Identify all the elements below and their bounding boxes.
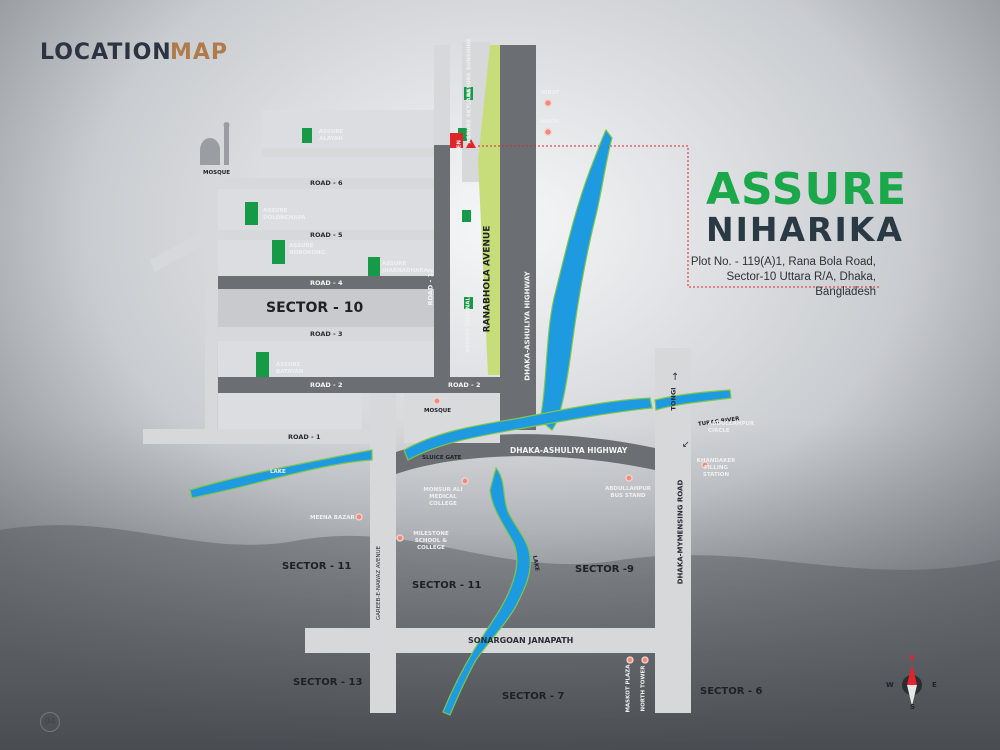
compass-e: E (932, 681, 937, 689)
assure-camelia-label: ASSURE CAMELIA GARDEN (456, 140, 463, 222)
page-title-part1: LOCATION (40, 40, 172, 65)
abdullahpur-circle-label: ABDULLAHPUR CIRCLE (708, 421, 755, 434)
road-4-label: ROAD - 4 (310, 279, 343, 287)
brand-name-line2: NIHARIKA (706, 210, 904, 249)
abdullahpur-arrow-icon: ↙ (682, 440, 690, 450)
sector-11-left-label: SECTOR - 11 (282, 561, 352, 572)
road-5-label: ROAD - 5 (310, 231, 343, 239)
iubat-label: IUBAT (541, 90, 560, 96)
assure-dolonchapa-label: ASSURE DOLONCHAPA (263, 208, 306, 221)
sluice-gate-label: SLUICE GATE (422, 455, 462, 461)
tongi-arrow-icon: ↑ (671, 372, 680, 383)
road-6-label: ROAD - 6 (310, 179, 343, 187)
sector-13-label: SECTOR - 13 (293, 677, 363, 688)
green-median (478, 45, 500, 375)
compass-w: W (886, 681, 894, 689)
brand-name-line1: ASSURE (706, 164, 908, 215)
north-tower-label: NORTH TOWER (640, 665, 647, 712)
assure-jharnadhara-label: ASSURE JHARNADHARA (382, 261, 428, 274)
milestone-label: MILESTONE SCHOOL & COLLEGE (413, 531, 449, 551)
assure-skylark-label: ASSURE SKYLARK (466, 88, 473, 144)
lake-left-label: LAKE (270, 469, 286, 475)
assure-shapnaloy-label: ASSURE SHAPNALOY (465, 288, 472, 353)
sonargoan-janapath-label: SONARGOAN JANAPATH (468, 636, 574, 645)
compass-s: S (910, 703, 916, 711)
compass-n: N (909, 654, 915, 662)
sector-6-label: SECTOR - 6 (700, 686, 763, 697)
maskot-plaza-label: MASKOT PLAZA (625, 664, 632, 713)
assure-noborong-label: ASSURE NOBORONG (289, 243, 326, 256)
road-1-label: ROAD - 1 (288, 433, 321, 441)
page-number: 04 (40, 712, 60, 732)
meena-bazar-label: MEENA BAZAR (310, 515, 355, 521)
mosque-mid-label: MOSQUE (424, 408, 452, 414)
water-bodies (189, 128, 732, 716)
assure-batayan-label: ASSURE BATAYAN (276, 362, 304, 375)
sector-7-label: SECTOR - 7 (502, 691, 565, 702)
abdullahpur-bus-label: ABDULLAHPUR BUS STAND (604, 486, 652, 499)
page-title-part2: MAP (170, 40, 229, 65)
sector-11-center-label: SECTOR - 11 (412, 580, 482, 591)
khandaker-label: KHANDAKER FILLING STATION (696, 458, 736, 478)
tongi-label: TONGI (669, 387, 678, 411)
poi-markers (355, 99, 709, 664)
road-2b-label: ROAD - 2 (448, 381, 481, 389)
assure-alayah-label: ASSURE ALAYAH (318, 129, 344, 142)
brand-address: Plot No. - 119(A)1, Rana Bola Road, Sect… (690, 256, 876, 298)
sector-10-blocks (218, 110, 434, 429)
gareeb-avenue-label: GAREEB-E-NAWAZ AVENUE (376, 545, 383, 621)
amch-label: AMCH (540, 119, 559, 125)
ranabhola-avenue-label: RANABHOLA AVENUE (482, 225, 493, 333)
mosque-icon (200, 122, 230, 165)
sector-10-shaded (218, 289, 434, 327)
monsur-ali-label: MONSUR ALI MEDICAL COLLEGE (423, 487, 463, 507)
road-2-label: ROAD - 2 (310, 381, 343, 389)
compass-icon (902, 664, 922, 706)
road-3-label: ROAD - 3 (310, 330, 343, 338)
site-arrow-icon (466, 139, 476, 148)
ashuliya-vertical-label: DHAKA-ASHULIYA HIGHWAY (523, 271, 532, 381)
sector-10-label: SECTOR - 10 (266, 300, 364, 316)
roads-dark (218, 45, 655, 474)
sector-9-label: SECTOR -9 (575, 564, 634, 575)
site-marker (450, 133, 463, 148)
mymensing-road-label: DHAKA-MYMENSING ROAD (676, 479, 685, 585)
ashuliya-horizontal-label: DHAKA-ASHULIYA HIGHWAY (510, 446, 628, 455)
site-pointer-line (478, 145, 880, 288)
project-markers (245, 87, 473, 377)
mosque-top-label: MOSQUE (203, 170, 231, 176)
